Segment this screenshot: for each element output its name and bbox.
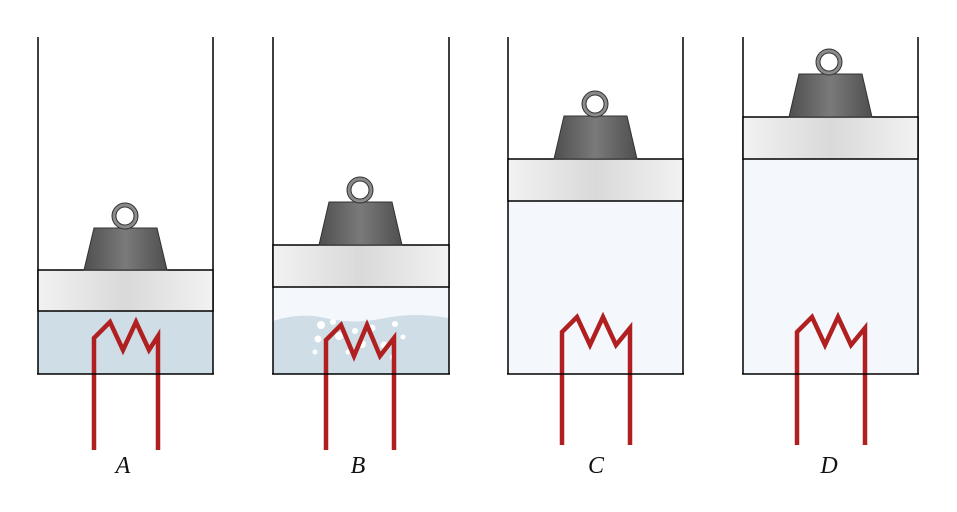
- weight: [553, 90, 638, 160]
- panel-d: D: [742, 37, 919, 479]
- panel-b: B: [272, 37, 450, 479]
- panel-label-a: A: [114, 453, 131, 479]
- piston: [37, 269, 214, 312]
- panel-label-d: D: [819, 453, 837, 479]
- panel-a: A: [37, 37, 214, 479]
- piston: [742, 116, 919, 160]
- heater-coil: [323, 319, 397, 450]
- cylinder-walls: [37, 37, 214, 375]
- piston: [272, 244, 450, 288]
- cylinder-walls: [742, 37, 919, 375]
- vapor: [743, 159, 918, 374]
- heater-coil: [794, 311, 868, 445]
- heater-coil: [559, 311, 633, 445]
- panel-label-c: C: [588, 453, 605, 479]
- cylinder-walls: [507, 37, 684, 375]
- heater-coil: [91, 316, 161, 450]
- vapor: [508, 201, 683, 374]
- panel-label-b: B: [351, 453, 366, 479]
- cylinder-walls: [272, 37, 450, 375]
- weight: [788, 48, 873, 118]
- weight: [83, 202, 168, 271]
- weight: [318, 176, 403, 246]
- panel-c: C: [507, 37, 684, 479]
- piston: [507, 158, 684, 202]
